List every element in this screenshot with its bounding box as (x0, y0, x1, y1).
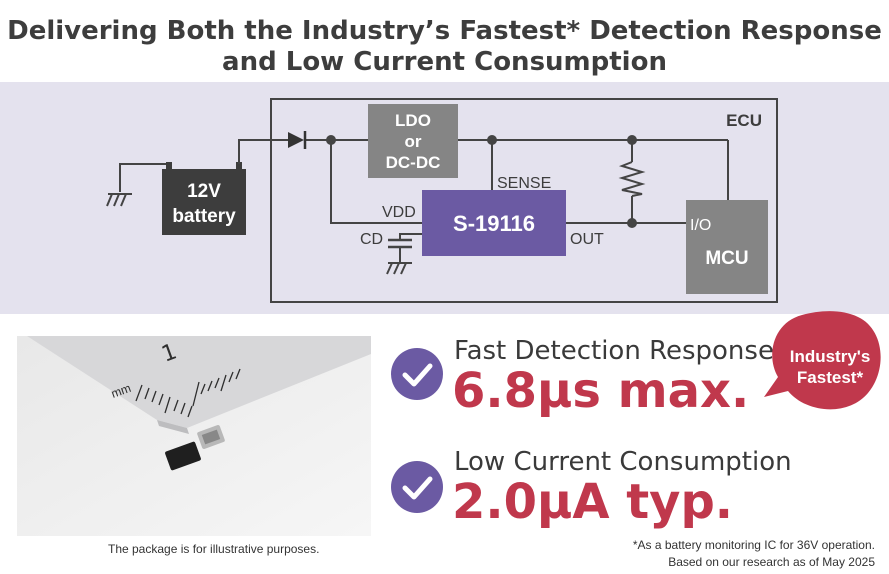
resistor (618, 161, 646, 197)
feature-2-value: 2.0µA typ. (452, 474, 734, 530)
mcu-box: I/O MCU (686, 200, 768, 294)
battery: 12V battery (162, 162, 246, 235)
footnote-line-2: Based on our research as of May 2025 (668, 555, 875, 569)
ground-symbol-left (106, 163, 168, 207)
sense-label: SENSE (497, 175, 551, 192)
chip-top (165, 441, 201, 471)
battery-label-2: battery (172, 206, 236, 227)
svg-text:Industry's: Industry's (790, 347, 871, 366)
wires (238, 139, 729, 240)
cd-label: CD (360, 231, 383, 248)
title-line-2: and Low Current Consumption (222, 47, 667, 77)
svg-text:Fastest*: Fastest* (797, 368, 864, 387)
ecu-label: ECU (726, 111, 762, 130)
diode (288, 131, 307, 149)
ldo-box: LDO or DC-DC (368, 104, 458, 178)
ruler-unit: mm (109, 381, 133, 401)
svg-text:or: or (405, 132, 422, 151)
package-photo: mm 1 (17, 336, 371, 536)
capacitor (386, 238, 412, 275)
footnote-line-1: *As a battery monitoring IC for 36V oper… (632, 538, 875, 552)
check-icon (391, 461, 443, 513)
svg-text:S-19116: S-19116 (453, 211, 535, 236)
io-label: I/O (690, 217, 711, 234)
out-label: OUT (570, 231, 604, 248)
mcu-label: MCU (705, 248, 748, 269)
ecu-frame (270, 98, 778, 303)
feature-2-label: Low Current Consumption (454, 447, 792, 477)
svg-text:LDO: LDO (395, 111, 431, 130)
vdd-label: VDD (382, 204, 416, 221)
battery-label-1: 12V (187, 181, 221, 202)
junction-dots (326, 135, 637, 228)
check-icon (391, 348, 443, 400)
photo-caption: The package is for illustrative purposes… (108, 542, 320, 556)
footnote: *As a battery monitoring IC for 36V oper… (633, 537, 875, 571)
industry-fastest-badge: Industry's Fastest* (764, 311, 881, 410)
feature-1-label: Fast Detection Response (454, 336, 774, 366)
title-line-1: Delivering Both the Industry’s Fastest* … (7, 16, 882, 46)
ic-s19116: S-19116 (422, 190, 566, 256)
feature-1-value: 6.8µs max. (452, 363, 750, 419)
svg-text:DC-DC: DC-DC (386, 153, 441, 172)
circuit-diagram: ECU 12V battery (106, 98, 778, 303)
